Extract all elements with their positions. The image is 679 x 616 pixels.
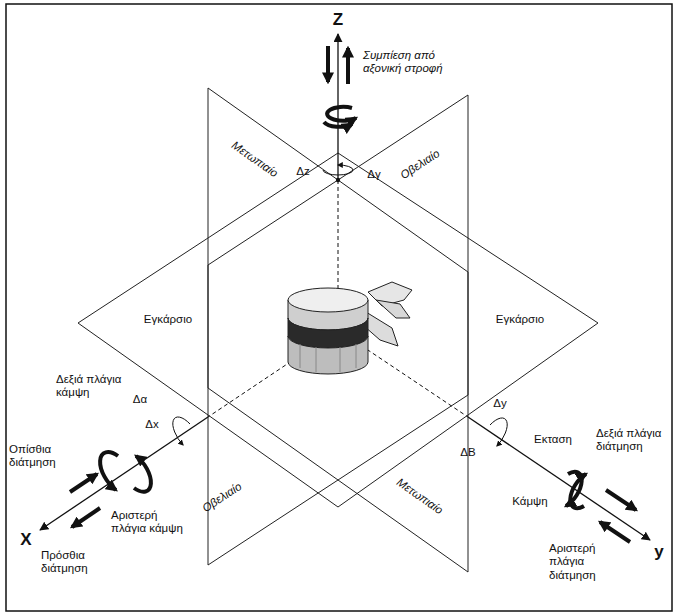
axis-letter: y <box>654 542 663 562</box>
plane-label: Εγκάρσιο <box>496 313 544 326</box>
plane-label: Μετωπιαίο <box>229 139 280 180</box>
plane-label: Οβελιαίο <box>398 147 442 182</box>
plane-label: Οβελιαίο <box>200 480 244 515</box>
motion-label: Δεξιά πλάγια διάτμηση <box>596 427 664 453</box>
increment-label: Δz <box>296 165 309 178</box>
axis-letter: Z <box>333 10 343 30</box>
motion-label: Αριστερή πλάγια κάμψη <box>111 509 193 535</box>
motion-label: Κάμψη <box>512 495 547 508</box>
plane-label: Εγκάρσιο <box>144 313 192 326</box>
motion-label: Δεξιά πλάγια κάμψη <box>56 373 128 399</box>
vertebra <box>288 282 412 374</box>
increment-label: Δα <box>133 393 147 406</box>
axis-letter: X <box>20 530 31 550</box>
motion-label: Εκταση <box>534 433 572 446</box>
increment-label: Δγ <box>367 168 380 181</box>
increment-label: Δx <box>145 418 158 431</box>
motion-label: Πρόσθια διάτμηση <box>41 549 111 575</box>
increment-label: Δy <box>493 397 506 410</box>
motion-label: Αριστερή πλάγια διάτμηση <box>549 542 631 582</box>
motion-label: Οπίσθια διάτμηση <box>9 443 79 469</box>
plane-label: Μετωπιαίο <box>394 476 445 517</box>
increment-label: ΔΒ <box>460 446 475 459</box>
load-label: Συμπίεση από αξονική στροφή <box>363 49 461 75</box>
